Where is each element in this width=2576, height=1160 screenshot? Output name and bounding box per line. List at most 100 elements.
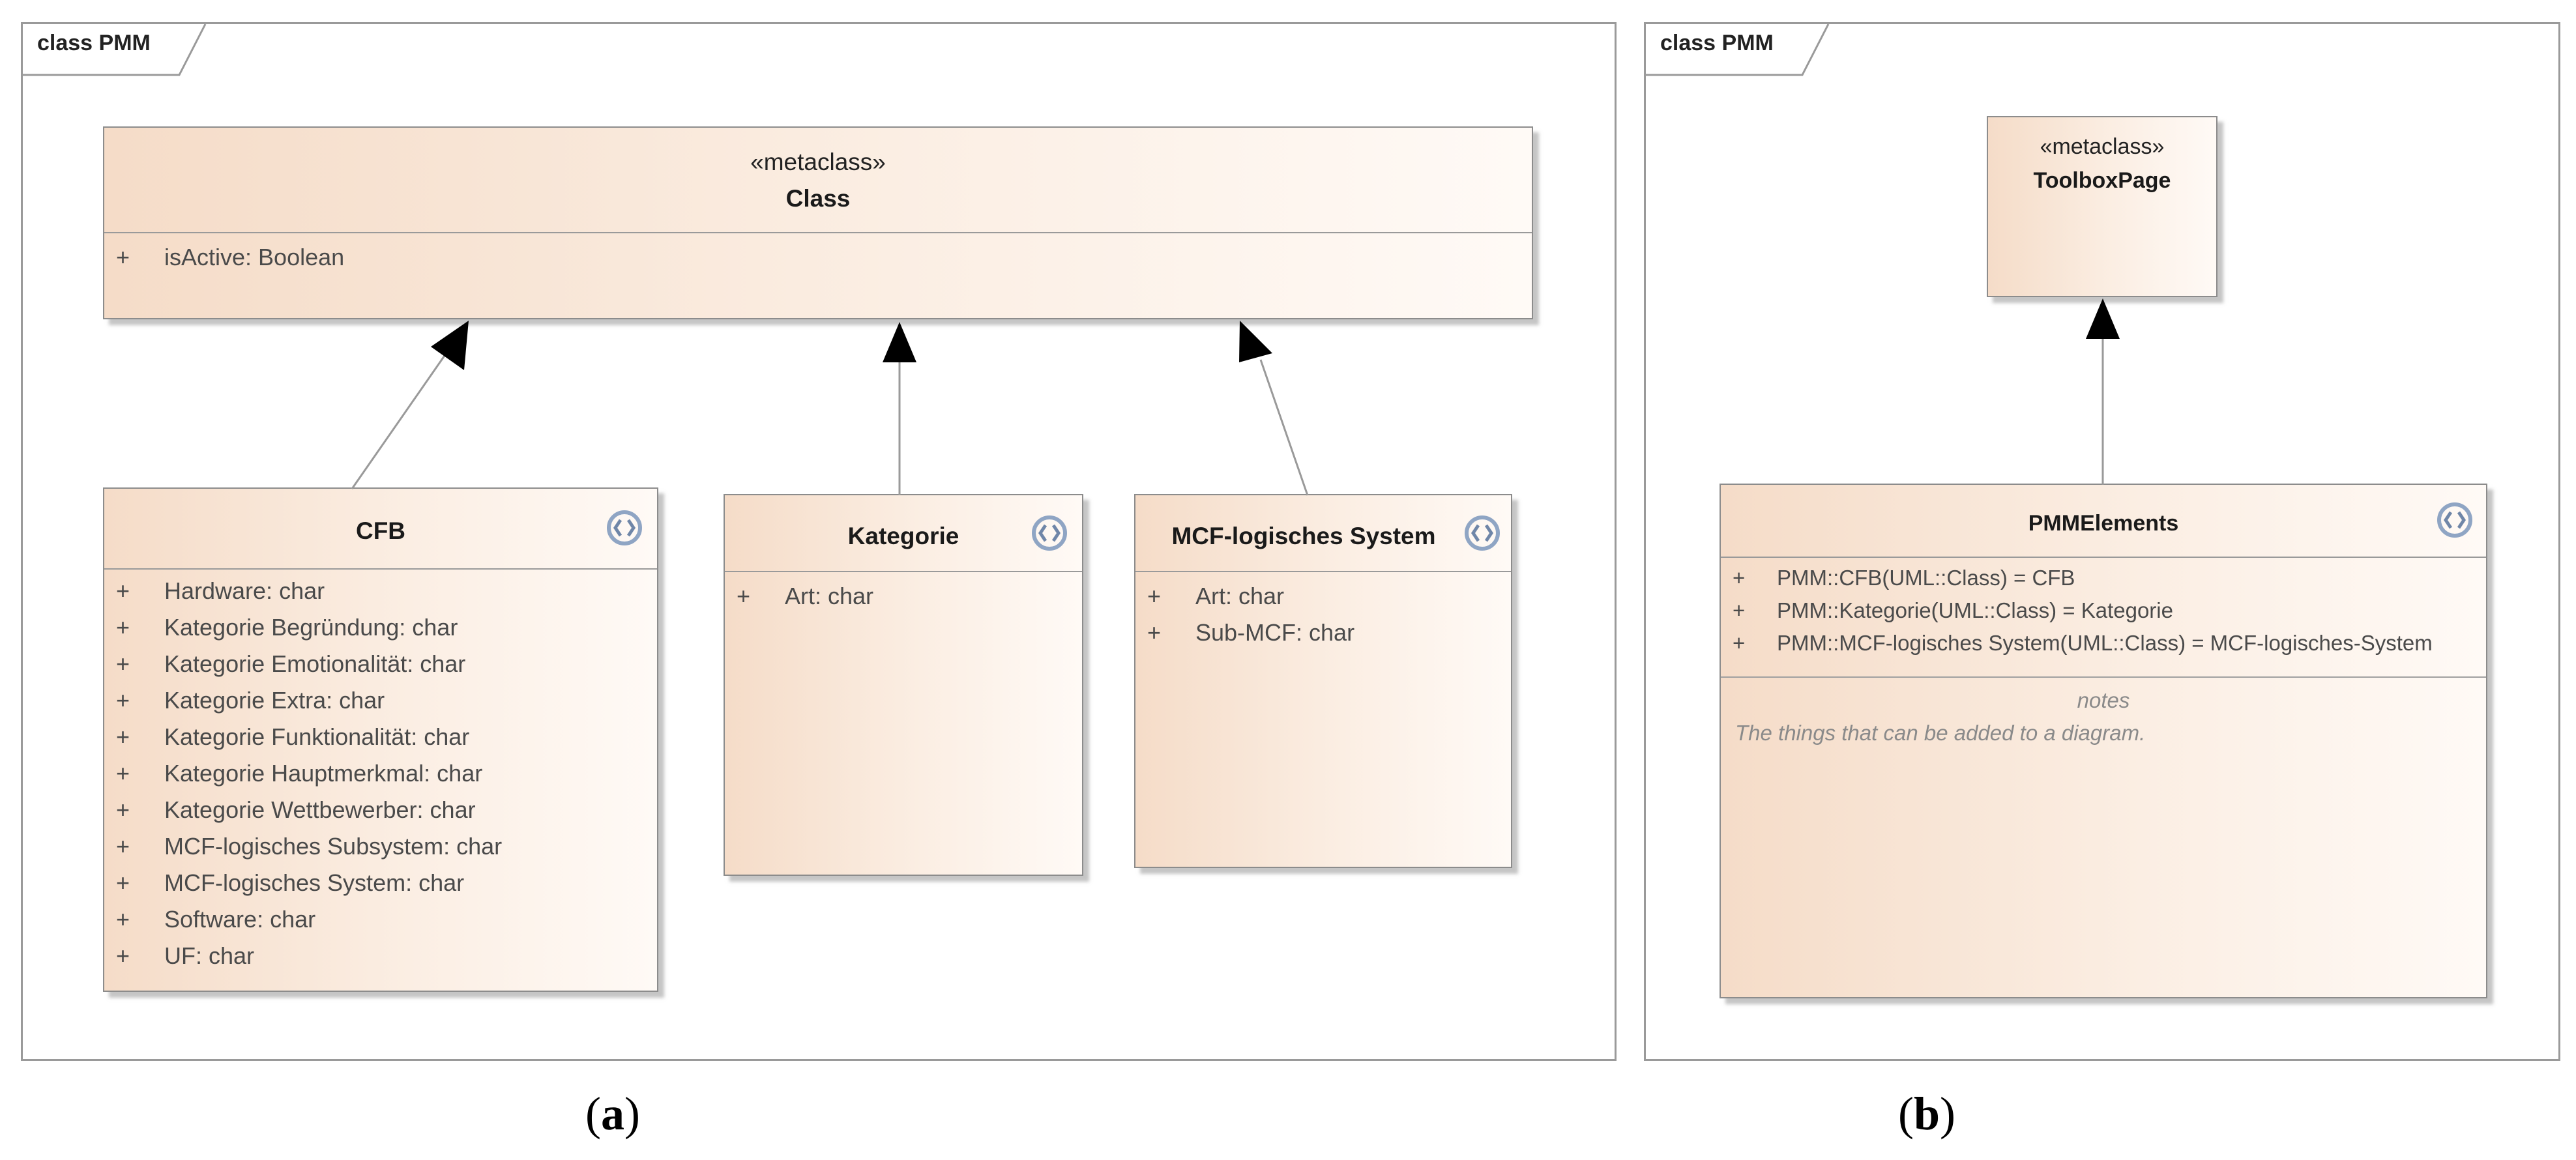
attribute-text: MCF-logisches System: char (164, 869, 465, 896)
frame-a-tab (23, 23, 207, 76)
attribute-row: + UF: char (104, 942, 657, 979)
class-metaclass-header: «metaclass» Class (104, 128, 1532, 233)
class-metaclass-box[interactable]: «metaclass» Class + isActive: Boolean (103, 126, 1533, 319)
visibility-marker: + (116, 869, 130, 896)
frame-a-label: class PMM (37, 31, 151, 55)
attribute-row: +Art: char (1135, 583, 1511, 619)
attribute-text: Kategorie Extra: char (164, 687, 385, 714)
caption-a: (a) (585, 1087, 640, 1141)
attribute-row: + Kategorie Emotionalität: char (104, 650, 657, 687)
class-kategorie-box[interactable]: Kategorie + Art: char (724, 494, 1083, 876)
visibility-marker: + (116, 906, 130, 933)
attribute-text: Kategorie Hauptmerkmal: char (164, 760, 483, 787)
class-toolboxpage-stereotype: «metaclass» (2040, 134, 2165, 159)
visibility-marker: + (116, 687, 130, 714)
attribute-row: +Kategorie Wettbewerber: char (104, 796, 657, 833)
attribute-text: Kategorie Funktionalität: char (164, 723, 470, 750)
frame-b: class PMM (1644, 22, 2560, 1061)
visibility-marker: + (1733, 598, 1746, 622)
frame-b-tab (1646, 23, 1830, 76)
generalization-mcf-class (1259, 359, 1309, 496)
visibility-marker: + (116, 577, 130, 604)
notes-text: The things that can be added to a diagra… (1735, 721, 2146, 745)
class-cfb-box[interactable]: CFB + Hardware: char + Kategorie Begründun… (103, 487, 658, 992)
visibility-marker: + (116, 833, 130, 860)
attribute-text: Hardware: char (164, 577, 325, 604)
class-mcf-box[interactable]: MCF-logisches System +Art: char +Sub-MCF… (1134, 494, 1512, 868)
class-kategorie-attributes: + Art: char (725, 583, 1082, 619)
attribute-text: PMM::CFB(UML::Class) = CFB (1777, 566, 2075, 590)
attribute-row: + Art: char (725, 583, 1082, 619)
caption-b-open: ( (1898, 1088, 1914, 1140)
class-mcf-header: MCF-logisches System (1135, 495, 1511, 572)
attribute-row: + Kategorie Hauptmerkmal: char (104, 760, 657, 796)
generalization-arrowhead (2086, 298, 2120, 339)
class-mcf-attributes: +Art: char +Sub-MCF: char (1135, 583, 1511, 656)
frame-b-label: class PMM (1660, 31, 1774, 55)
attribute-row: + Software: char (104, 906, 657, 942)
class-cfb-name: CFB (355, 517, 406, 544)
attribute-row: + PMM::Kategorie(UML::Class) = Kategorie (1721, 598, 2486, 631)
visibility-marker: + (116, 942, 130, 969)
caption-a-close: ) (624, 1088, 640, 1140)
attribute-text: PMM::MCF-logisches System(UML::Class) = … (1777, 631, 2433, 655)
attribute-text: Software: char (164, 906, 316, 933)
class-cfb-attributes: + Hardware: char + Kategorie Begründung: c… (104, 577, 657, 979)
notes-title: notes (2077, 688, 2130, 712)
attribute-text: Art: char (1195, 583, 1285, 609)
class-pmmelements-header: PMMElements (1721, 485, 2486, 558)
visibility-marker: + (116, 723, 130, 750)
stereotype-icon (2437, 502, 2472, 538)
stereotype-icon (607, 510, 642, 545)
class-metaclass-attributes: + isActive: Boolean (104, 244, 1532, 280)
attribute-row: + Kategorie Begründung: char (104, 614, 657, 650)
visibility-marker: + (737, 583, 751, 609)
class-pmmelements-name: PMMElements (2028, 511, 2179, 536)
attribute-text: Kategorie Wettbewerber: char (164, 796, 476, 823)
caption-a-open: ( (585, 1088, 601, 1140)
class-pmmelements-attributes: +PMM::CFB(UML::Class) = CFB +PMM::Katego… (1721, 566, 2486, 663)
frame-a: class PMM (21, 22, 1617, 1061)
attribute-row: + isActive: Boolean (104, 244, 1532, 280)
notes-separator (1721, 676, 2486, 678)
caption-b-close: ) (1940, 1088, 1956, 1140)
caption-b-letter: b (1913, 1088, 1940, 1140)
attribute-row: + PMM::CFB(UML::Class) = CFB (1721, 566, 2486, 598)
visibility-marker: + (116, 614, 130, 641)
attribute-row: + MCF-logisches System: char (104, 869, 657, 906)
caption-b: (b) (1898, 1087, 1955, 1141)
attribute-text: Sub-MCF: char (1195, 619, 1355, 646)
class-cfb-header: CFB (104, 489, 657, 570)
visibility-marker: + (116, 244, 130, 270)
generalization-cfb-class (351, 351, 448, 489)
attribute-row: + Hardware: char (104, 577, 657, 614)
visibility-marker: + (1733, 566, 1746, 590)
class-mcf-name: MCF-logisches System (1171, 523, 1436, 549)
attribute-text: isActive: Boolean (164, 244, 345, 270)
generalization-arrowhead (431, 321, 469, 370)
attribute-row: + PMM::MCF-logisches System(UML::Class) =… (1721, 631, 2486, 663)
attribute-text: MCF-logisches Subsystem: char (164, 833, 503, 860)
class-kategorie-name: Kategorie (847, 523, 959, 549)
attribute-row: + Kategorie Funktionalität: char (104, 723, 657, 760)
class-metaclass-name: Class (785, 185, 851, 212)
attribute-text: Kategorie Begründung: char (164, 614, 458, 641)
class-toolboxpage-name: ToolboxPage (2033, 168, 2171, 193)
caption-a-letter: a (600, 1088, 624, 1140)
class-toolboxpage-box[interactable]: «metaclass» ToolboxPage (1987, 116, 2217, 297)
visibility-marker: + (116, 760, 130, 787)
generalization-arrowhead (883, 322, 916, 362)
visibility-marker: + (1733, 631, 1746, 655)
generalization-arrowhead (1239, 321, 1272, 362)
stereotype-icon (1032, 515, 1067, 551)
visibility-marker: + (116, 650, 130, 677)
attribute-text: Art: char (785, 583, 874, 609)
attribute-row: + MCF-logisches Subsystem: char (104, 833, 657, 869)
class-kategorie-header: Kategorie (725, 495, 1082, 572)
attribute-row: + Kategorie Extra: char (104, 687, 657, 723)
attribute-row: +Sub-MCF: char (1135, 619, 1511, 656)
attribute-text: UF: char (164, 942, 255, 969)
attribute-text: Kategorie Emotionalität: char (164, 650, 466, 677)
attribute-text: PMM::Kategorie(UML::Class) = Kategorie (1777, 598, 2173, 622)
